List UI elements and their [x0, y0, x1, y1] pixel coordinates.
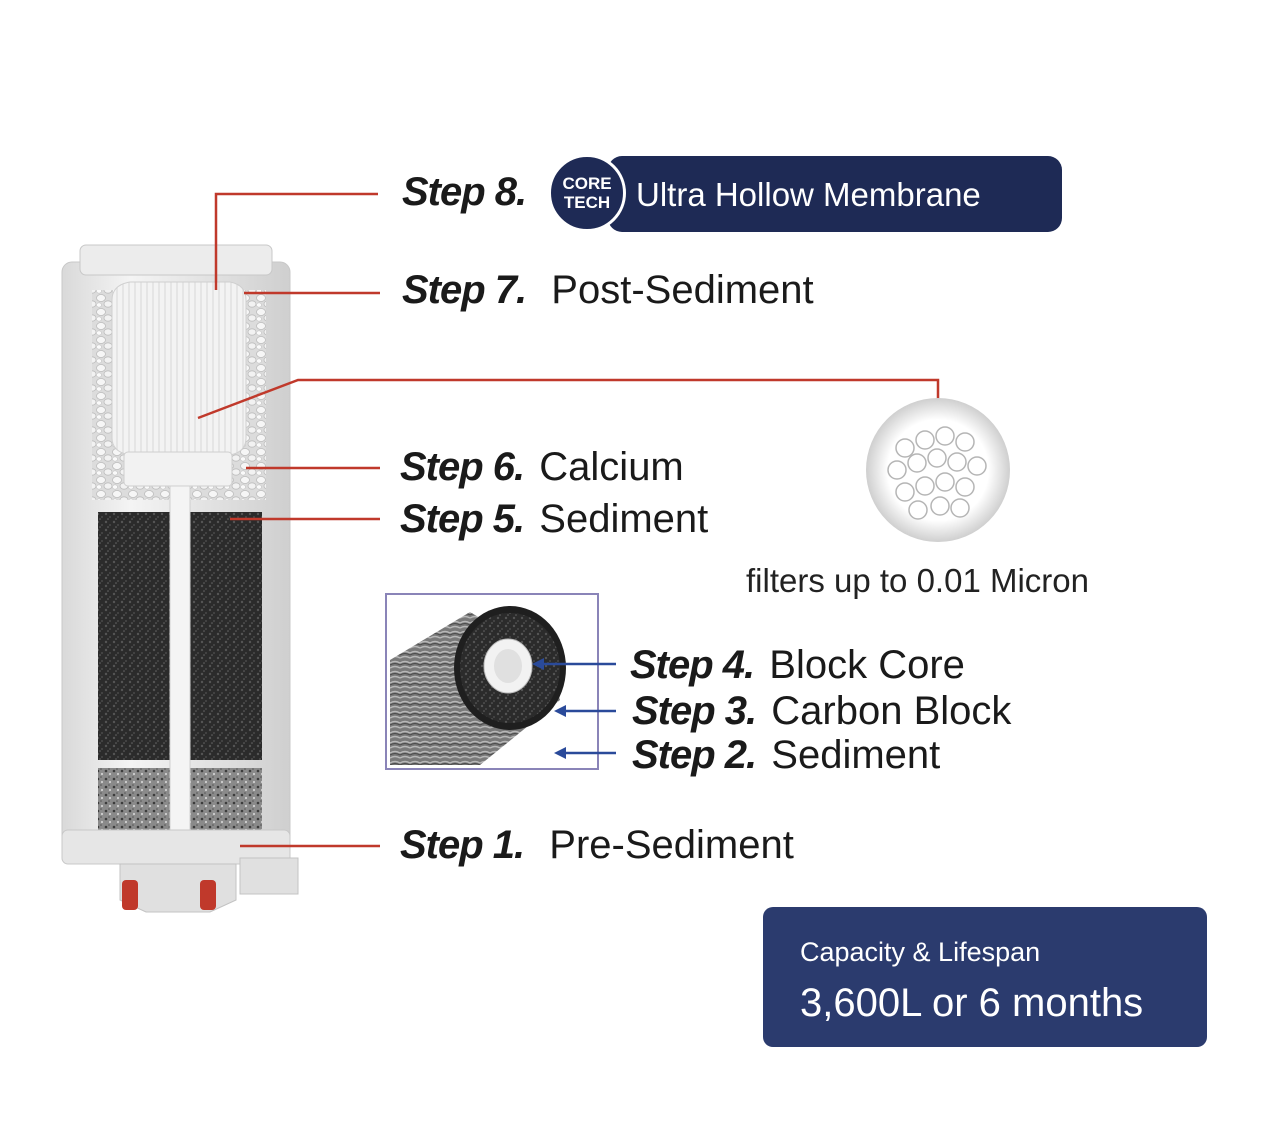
- step-2-label: Step 2. Sediment: [632, 735, 940, 775]
- step-name: Carbon Block: [771, 689, 1012, 733]
- step-4-label: Step 4. Block Core: [630, 645, 965, 685]
- step-number: Step 2.: [632, 733, 757, 777]
- step-number: Step 1.: [400, 823, 525, 867]
- capacity-value: 3,600L or 6 months: [800, 981, 1144, 1025]
- step-number: Step 8.: [402, 170, 527, 214]
- hollow-fiber-membrane-icon: [866, 398, 1010, 542]
- step-1-label: Step 1. Pre-Sediment: [400, 825, 794, 865]
- capacity-panel: Capacity & Lifespan 3,600L or 6 months: [763, 907, 1207, 1047]
- step-number: Step 7.: [402, 268, 527, 312]
- step-name: Sediment: [539, 497, 709, 541]
- blue-leader-arrows: [532, 658, 616, 759]
- step-name: Post-Sediment: [551, 268, 814, 312]
- carbon-block-cylinder-icon: [385, 593, 599, 770]
- step-7-label: Step 7. Post-Sediment: [402, 270, 814, 310]
- badge-line-1: CORE: [562, 174, 612, 193]
- step-number: Step 5.: [400, 497, 525, 541]
- step-3-label: Step 3. Carbon Block: [632, 691, 1011, 731]
- capacity-title: Capacity & Lifespan: [800, 937, 1041, 967]
- step-number: Step 6.: [400, 445, 525, 489]
- step-name: Block Core: [769, 643, 965, 687]
- step-number: Step 4.: [630, 643, 755, 687]
- core-tech-badge: CORE TECH: [548, 154, 626, 232]
- leader-lines: [197, 192, 940, 848]
- step-8-name: Ultra Hollow Membrane: [636, 176, 981, 213]
- step-6-label: Step 6. Calcium: [400, 447, 684, 487]
- badge-line-2: TECH: [563, 193, 611, 212]
- step-number: Step 3.: [632, 689, 757, 733]
- step-name: Sediment: [771, 733, 941, 777]
- step-5-label: Step 5. Sediment: [400, 499, 708, 539]
- core-tech-pill: [608, 156, 1062, 232]
- step-8-label: Step 8.: [402, 170, 527, 214]
- micron-note: filters up to 0.01 Micron: [746, 562, 1089, 599]
- step-name: Calcium: [539, 445, 684, 489]
- step-name: Pre-Sediment: [549, 823, 794, 867]
- filter-cartridge-cutaway-icon: [61, 244, 299, 913]
